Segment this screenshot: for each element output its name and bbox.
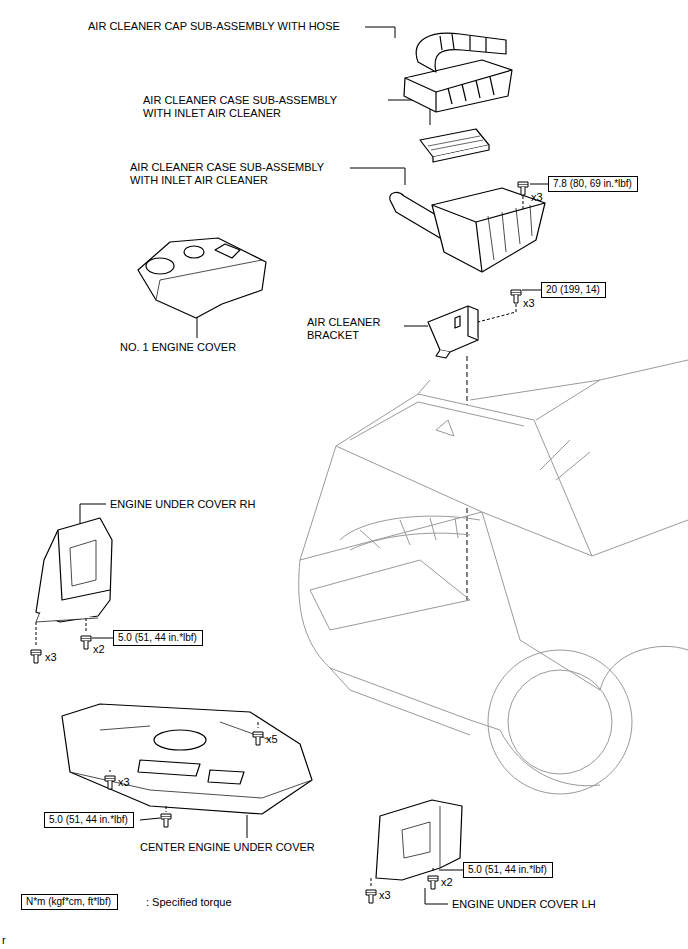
- torque-box: 7.8 (80, 69 in.*lbf): [548, 176, 638, 192]
- quantity-label: x3: [45, 651, 57, 664]
- quantity-label: x3: [379, 889, 391, 902]
- part-name: AIR CLEANER CASE SUB-ASSEMBLY WITH INLET…: [130, 161, 345, 187]
- torque-value: 5.0 (51, 44 in.*lbf): [468, 864, 547, 875]
- quantity-label: x5: [266, 733, 278, 746]
- legend-note: : Specified torque: [146, 896, 232, 909]
- torque-box: 5.0 (51, 44 in.*lbf): [113, 630, 203, 646]
- part-name: NO. 1 ENGINE COVER: [120, 341, 236, 354]
- part-name: AIR CLEANER CASE SUB-ASSEMBLY WITH INLET…: [143, 94, 358, 120]
- quantity-label: x3: [523, 297, 535, 310]
- torque-value: 5.0 (51, 44 in.*lbf): [118, 632, 197, 643]
- torque-value: N*m (kgf*cm, ft*lbf): [26, 896, 111, 907]
- torque-value: 7.8 (80, 69 in.*lbf): [553, 178, 632, 189]
- torque-value: 5.0 (51, 44 in.*lbf): [49, 814, 128, 825]
- torque-legend-box: N*m (kgf*cm, ft*lbf): [21, 894, 118, 910]
- quantity-label: x2: [93, 643, 105, 656]
- quantity-label: x3: [118, 776, 130, 789]
- torque-box: 5.0 (51, 44 in.*lbf): [44, 812, 134, 828]
- part-name: AIR CLEANER CAP SUB-ASSEMBLY WITH HOSE: [88, 20, 340, 33]
- quantity-label: x2: [441, 876, 453, 889]
- torque-box: 20 (199, 14): [541, 282, 606, 298]
- torque-box: 5.0 (51, 44 in.*lbf): [463, 862, 553, 878]
- quantity-label: x3: [531, 191, 543, 204]
- part-name: AIR CLEANER BRACKET: [307, 316, 399, 342]
- part-name: ENGINE UNDER COVER LH: [452, 898, 596, 911]
- part-name: ENGINE UNDER COVER RH: [110, 498, 255, 511]
- part-name: CENTER ENGINE UNDER COVER: [140, 841, 315, 854]
- stray-text: r: [2, 934, 6, 947]
- torque-value: 20 (199, 14): [546, 284, 600, 295]
